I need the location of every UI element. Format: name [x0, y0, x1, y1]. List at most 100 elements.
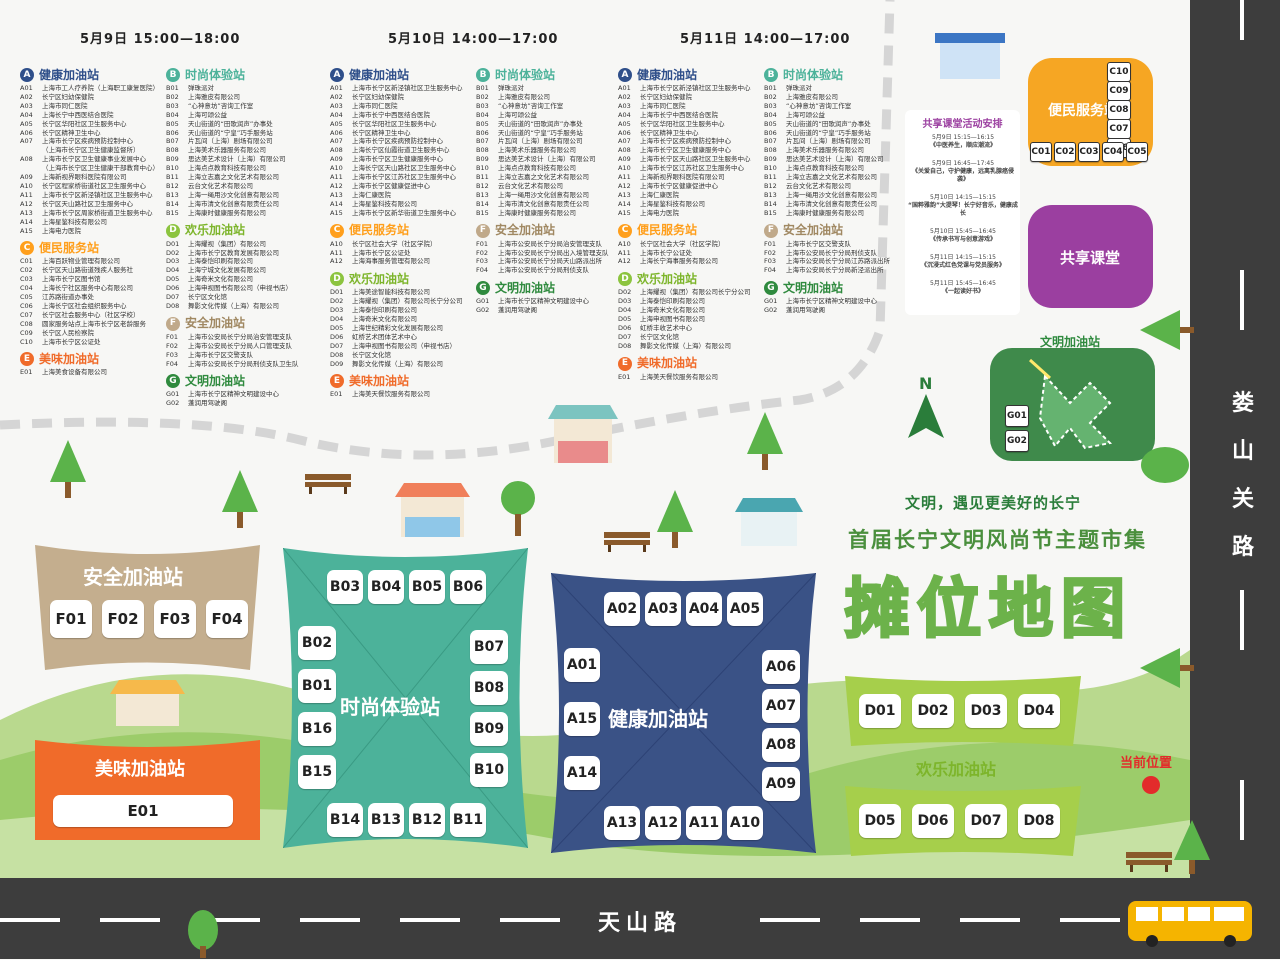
zone-fashion: 时尚体验站 — [283, 548, 528, 848]
stall-code: A08 — [618, 146, 631, 155]
stall-c10[interactable]: C10 — [1107, 62, 1131, 82]
stall-a11[interactable]: A11 — [686, 806, 722, 840]
stall-d05[interactable]: D05 — [859, 804, 901, 838]
stall-code — [20, 146, 42, 155]
stall-b04[interactable]: B04 — [368, 570, 404, 604]
tree-icon — [222, 470, 258, 528]
stall-g02[interactable]: G02 — [1005, 430, 1029, 452]
tree-icon — [1141, 447, 1189, 483]
stall-code: D06 — [330, 332, 344, 341]
stall-c04[interactable]: C04 — [1102, 142, 1124, 162]
stall-c02[interactable]: C02 — [1054, 142, 1076, 162]
stall-b10[interactable]: B10 — [470, 753, 508, 787]
stall-code: B14 — [476, 199, 489, 208]
stall-c08[interactable]: C08 — [1107, 100, 1131, 120]
stall-b07[interactable]: B07 — [470, 630, 508, 664]
zone-joy-bottom — [845, 786, 1081, 856]
stall-b02[interactable]: B02 — [298, 626, 336, 660]
stall-b03[interactable]: B03 — [327, 570, 363, 604]
stall-f04[interactable]: F04 — [206, 600, 248, 638]
stall-c09[interactable]: C09 — [1107, 81, 1131, 101]
stall-code: G02 — [166, 399, 180, 408]
stall-c01[interactable]: C01 — [1030, 142, 1052, 162]
exhibitor-name: 云台文化艺术有限公司 — [498, 181, 563, 190]
exhibitor-name: “心神意坊”咨询工作室 — [188, 101, 254, 110]
stall-a08[interactable]: A08 — [762, 728, 800, 762]
stall-f03[interactable]: F03 — [154, 600, 196, 638]
category-title: 文明加油站 — [185, 374, 246, 389]
exhibitor-name: 长宁区精神卫生中心 — [42, 128, 101, 137]
stall-c07[interactable]: C07 — [1107, 119, 1131, 139]
stall-b15[interactable]: B15 — [298, 755, 336, 789]
stall-b12[interactable]: B12 — [409, 803, 445, 837]
stall-f02[interactable]: F02 — [102, 600, 144, 638]
exhibitor-name: 思达美艺术设计（上海）有限公司 — [498, 155, 596, 164]
stall-b16[interactable]: B16 — [298, 712, 336, 746]
stall-code: B03 — [764, 101, 777, 110]
stall-d07[interactable]: D07 — [965, 804, 1007, 838]
stall-code: A12 — [330, 181, 343, 190]
category-badge: F — [764, 223, 778, 238]
stall-b14[interactable]: B14 — [327, 803, 363, 837]
stall-a03[interactable]: A03 — [645, 592, 681, 626]
stall-g01[interactable]: G01 — [1005, 405, 1029, 427]
market-stall-icon — [935, 33, 1005, 79]
category-title: 时尚体验站 — [185, 67, 246, 82]
stall-b06[interactable]: B06 — [450, 570, 486, 604]
stall-b11[interactable]: B11 — [450, 803, 486, 837]
stall-a04[interactable]: A04 — [686, 592, 722, 626]
stall-code: F02 — [166, 341, 179, 350]
exhibitor-name: 上海市公安局长宁分局出入境管理支队 — [498, 248, 609, 257]
stall-d06[interactable]: D06 — [912, 804, 954, 838]
stall-d08[interactable]: D08 — [1018, 804, 1060, 838]
stall-b08[interactable]: B08 — [470, 671, 508, 705]
stall-b01[interactable]: B01 — [298, 669, 336, 703]
stall-a09[interactable]: A09 — [762, 767, 800, 801]
stall-a12[interactable]: A12 — [645, 806, 681, 840]
stall-a10[interactable]: A10 — [727, 806, 763, 840]
stall-e01[interactable]: E01 — [53, 795, 233, 827]
exhibitor-name: 天山街道的“田歌润声”办事处 — [786, 119, 871, 128]
exhibitor-name: 上海长宁海事服务有限公司 — [640, 257, 718, 266]
schedule-item: 《沉浸式红色党课与党员服务》 — [920, 262, 1005, 269]
stall-a14[interactable]: A14 — [564, 756, 600, 790]
stall-a05[interactable]: A05 — [727, 592, 763, 626]
date-header-day1: 5月9日 15:00—18:00 — [80, 32, 241, 47]
stall-d03[interactable]: D03 — [965, 694, 1007, 728]
stall-a02[interactable]: A02 — [604, 592, 640, 626]
stall-d04[interactable]: D04 — [1018, 694, 1060, 728]
stall-code: E01 — [618, 372, 631, 381]
stall-a07[interactable]: A07 — [762, 689, 800, 723]
stall-b09[interactable]: B09 — [470, 712, 508, 746]
exhibitor-name: 上海奇米文化有限公司 — [640, 306, 705, 315]
stall-d01[interactable]: D01 — [859, 694, 901, 728]
exhibitor-name: 长宁区社会大学（社区学院） — [352, 239, 437, 248]
stall-code: B14 — [764, 199, 777, 208]
stall-a13[interactable]: A13 — [604, 806, 640, 840]
exhibitor-name: 长宁区文化馆 — [188, 293, 227, 302]
stall-f01[interactable]: F01 — [50, 600, 92, 638]
stall-c03[interactable]: C03 — [1078, 142, 1100, 162]
stall-b05[interactable]: B05 — [409, 570, 445, 604]
stall-b13[interactable]: B13 — [368, 803, 404, 837]
stall-a06[interactable]: A06 — [762, 650, 800, 684]
stall-code: F03 — [764, 257, 777, 266]
stall-c05[interactable]: C05 — [1126, 142, 1148, 162]
stall-a15[interactable]: A15 — [564, 702, 600, 736]
stall-a01[interactable]: A01 — [564, 648, 600, 682]
stall-d02[interactable]: D02 — [912, 694, 954, 728]
category-title: 美味加油站 — [637, 356, 698, 371]
exhibitor-name: 上海可颂公益 — [498, 110, 537, 119]
